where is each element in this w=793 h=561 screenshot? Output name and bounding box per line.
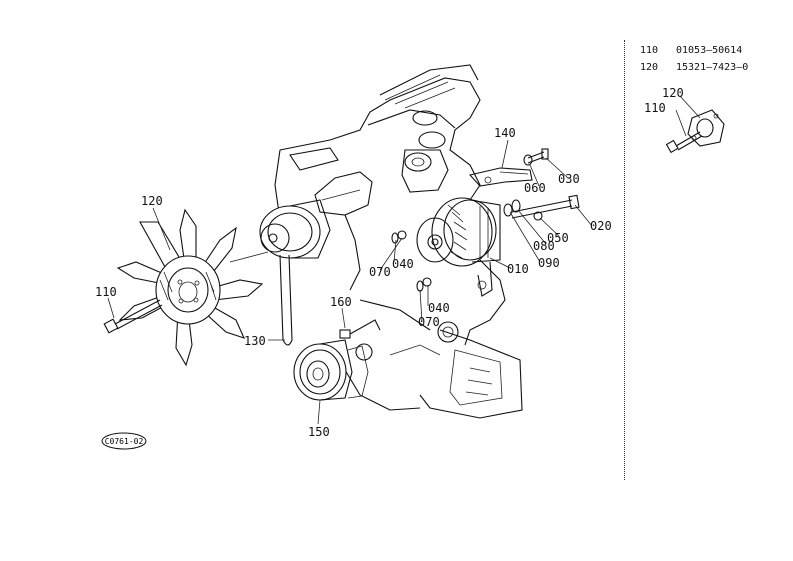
- callout-labels: 120 110 130 160 150 140 030 060 020 050 …: [95, 86, 684, 439]
- parts-row: 120 15321—7423—0: [640, 59, 748, 76]
- fan-bolt: [103, 299, 163, 334]
- callout-050: 050: [547, 231, 569, 245]
- adjusting-bracket: [468, 167, 533, 187]
- alternator: [416, 197, 501, 297]
- callout-070-lower: 070: [418, 315, 440, 329]
- callout-040-upper: 040: [392, 257, 414, 271]
- inset-callout-120: 120: [662, 86, 684, 100]
- parts-row: 110 01053—50614: [640, 42, 748, 59]
- crankshaft-pulley: [293, 319, 381, 401]
- callout-140: 140: [494, 126, 516, 140]
- diagram-code-badge: C0761-02: [101, 432, 147, 450]
- callout-130: 130: [244, 334, 266, 348]
- part-ref-number: 110: [640, 45, 659, 56]
- parts-table: 110 01053—50614 120 15321—7423—0: [640, 42, 748, 76]
- diagram-code: C0761-02: [105, 437, 144, 446]
- part-number: 15321—7423—0: [676, 62, 749, 73]
- callout-080: 080: [533, 239, 555, 253]
- leader-lines: [107, 95, 701, 425]
- callout-020: 020: [590, 219, 612, 233]
- hardware: [391, 148, 580, 292]
- callout-110: 110: [95, 285, 117, 299]
- callout-040-lower: 040: [428, 301, 450, 315]
- callout-010: 010: [507, 262, 529, 276]
- inset-callout-110: 110: [644, 101, 666, 115]
- callout-070-upper: 070: [369, 265, 391, 279]
- callout-090: 090: [538, 256, 560, 270]
- callout-060: 060: [524, 181, 546, 195]
- callout-120: 120: [141, 194, 163, 208]
- cooling-fan: [116, 208, 264, 367]
- callout-160: 160: [330, 295, 352, 309]
- callout-150: 150: [308, 425, 330, 439]
- part-number: 01053—50614: [676, 45, 743, 56]
- engine-block: [274, 64, 523, 419]
- inset-detail: [665, 109, 725, 154]
- section-divider: [624, 40, 625, 480]
- fan-belt: [279, 254, 293, 346]
- callout-030: 030: [558, 172, 580, 186]
- water-pump-pulley: [259, 199, 331, 259]
- part-ref-number: 120: [640, 62, 659, 73]
